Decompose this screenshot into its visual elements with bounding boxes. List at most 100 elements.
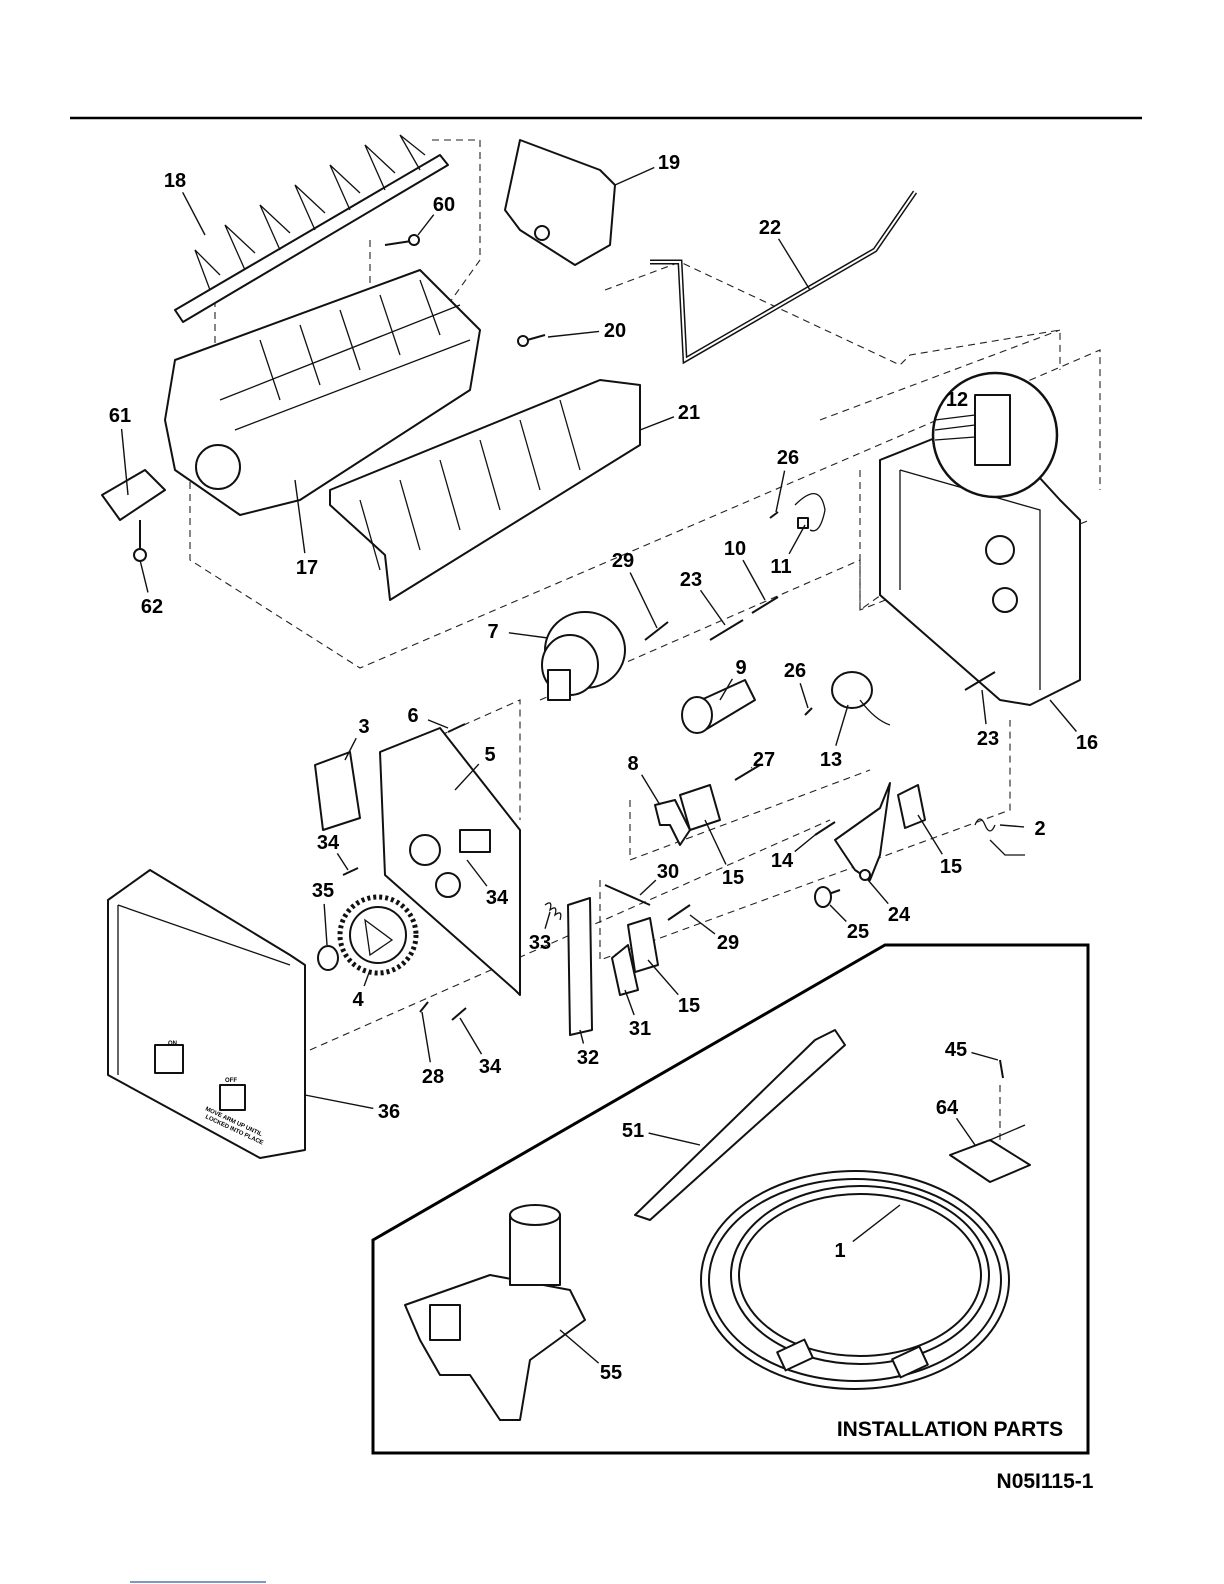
callout-7: 7 (487, 621, 498, 643)
part-11-clip (795, 494, 825, 531)
part-25 (815, 887, 831, 907)
callout-16: 16 (1076, 732, 1098, 754)
callout-leader-line (640, 880, 656, 895)
callout-2: 2 (1034, 818, 1045, 840)
callout-45: 45 (945, 1039, 967, 1061)
callout-10: 10 (724, 538, 746, 560)
callout-15: 15 (940, 856, 962, 878)
callout-25: 25 (847, 921, 869, 943)
part-24 (835, 783, 890, 880)
callout-leader-line (642, 775, 660, 805)
part-water-line (705, 1175, 1005, 1385)
callout-64: 64 (936, 1097, 959, 1119)
callout-13: 13 (820, 749, 842, 771)
callout-30: 30 (657, 861, 679, 883)
callout-leader-line (509, 633, 548, 638)
callout-leader-line (337, 853, 348, 870)
callout-leader-line (705, 820, 726, 864)
callout-61: 61 (109, 405, 131, 427)
installation-parts-title: INSTALLATION PARTS (837, 1418, 1063, 1441)
callout-11: 11 (770, 556, 791, 578)
callout-leader-line (1000, 825, 1024, 827)
callout-33: 33 (529, 932, 551, 954)
part-19 (505, 140, 615, 265)
callout-19: 19 (658, 152, 680, 174)
callout-8: 8 (627, 753, 638, 775)
callout-1: 1 (834, 1240, 845, 1262)
callout-leader-line (868, 880, 888, 904)
callout-27: 27 (753, 749, 775, 771)
callout-leader-line (615, 167, 654, 185)
callout-29: 29 (717, 932, 739, 954)
callout-20: 20 (604, 320, 626, 342)
callout-14: 14 (771, 850, 794, 872)
callout-22: 22 (759, 217, 781, 239)
callout-leader-line (545, 912, 550, 929)
callout-15: 15 (678, 995, 700, 1017)
callout-leader-line (305, 1095, 373, 1108)
callout-9: 9 (735, 657, 746, 679)
callout-leader-line (971, 1053, 998, 1060)
part-front-cover: ON OFF MOVE ARM UP UNTIL LOCKED INTO PLA… (108, 870, 305, 1158)
callout-leader-line (795, 835, 815, 852)
part-gear (340, 897, 416, 973)
callout-leader-line (648, 960, 678, 995)
part-thermostat (832, 672, 890, 725)
callout-24: 24 (888, 904, 911, 926)
callout-15: 15 (722, 867, 744, 889)
part-33 (545, 903, 561, 920)
callout-leader-line (836, 705, 848, 746)
part-64-clamp (950, 1125, 1030, 1182)
callout-31: 31 (629, 1018, 651, 1040)
callout-leader-line (982, 690, 986, 724)
callout-leader-line (140, 560, 148, 592)
callout-60: 60 (433, 194, 455, 216)
callout-34: 34 (317, 832, 340, 854)
callout-leader-line (956, 1118, 975, 1145)
callout-leader-line (853, 1205, 900, 1242)
part-3 (315, 752, 360, 830)
part-screw-20 (518, 335, 545, 346)
part-32 (568, 898, 592, 1035)
part-cam (682, 680, 755, 733)
cover-on-label: ON (168, 1041, 177, 1047)
callout-4: 4 (352, 989, 364, 1011)
callout-leader-line (418, 215, 434, 235)
callout-leader-line (422, 1012, 430, 1062)
callout-leader-line (560, 1330, 599, 1363)
callout-23: 23 (680, 569, 702, 591)
callout-leader-line (630, 573, 657, 628)
part-61 (102, 470, 165, 520)
part-switch-15b (898, 785, 925, 828)
part-35 (318, 946, 338, 970)
callout-34: 34 (486, 887, 509, 909)
callout-leader-line (918, 815, 942, 854)
callout-35: 35 (312, 880, 334, 902)
callout-55: 55 (600, 1362, 622, 1384)
callout-leader-line (1050, 700, 1076, 731)
callout-51: 51 (622, 1120, 644, 1142)
callout-29: 29 (612, 550, 634, 572)
callout-leader-line (183, 192, 205, 235)
callout-leader-line (830, 905, 846, 921)
callout-3: 3 (358, 716, 369, 738)
callout-leader-line (640, 417, 674, 430)
callout-62: 62 (141, 596, 163, 618)
callout-leader-line (751, 767, 752, 768)
callout-leader-line (460, 1018, 482, 1054)
callout-leader-line (428, 720, 448, 728)
part-screw-60 (385, 235, 419, 245)
callout-36: 36 (378, 1101, 400, 1123)
part-water-valve (405, 1205, 585, 1420)
part-shutoff-arm (650, 192, 915, 360)
callout-12: 12 (946, 389, 968, 411)
callout-32: 32 (577, 1047, 599, 1069)
callout-leader-line (743, 560, 765, 600)
callout-leader-line (800, 683, 808, 708)
callout-34: 34 (479, 1056, 502, 1078)
callout-leader-line (548, 331, 599, 337)
callout-leader-line (625, 990, 634, 1015)
callout-26: 26 (784, 660, 806, 682)
callout-17: 17 (296, 557, 318, 579)
